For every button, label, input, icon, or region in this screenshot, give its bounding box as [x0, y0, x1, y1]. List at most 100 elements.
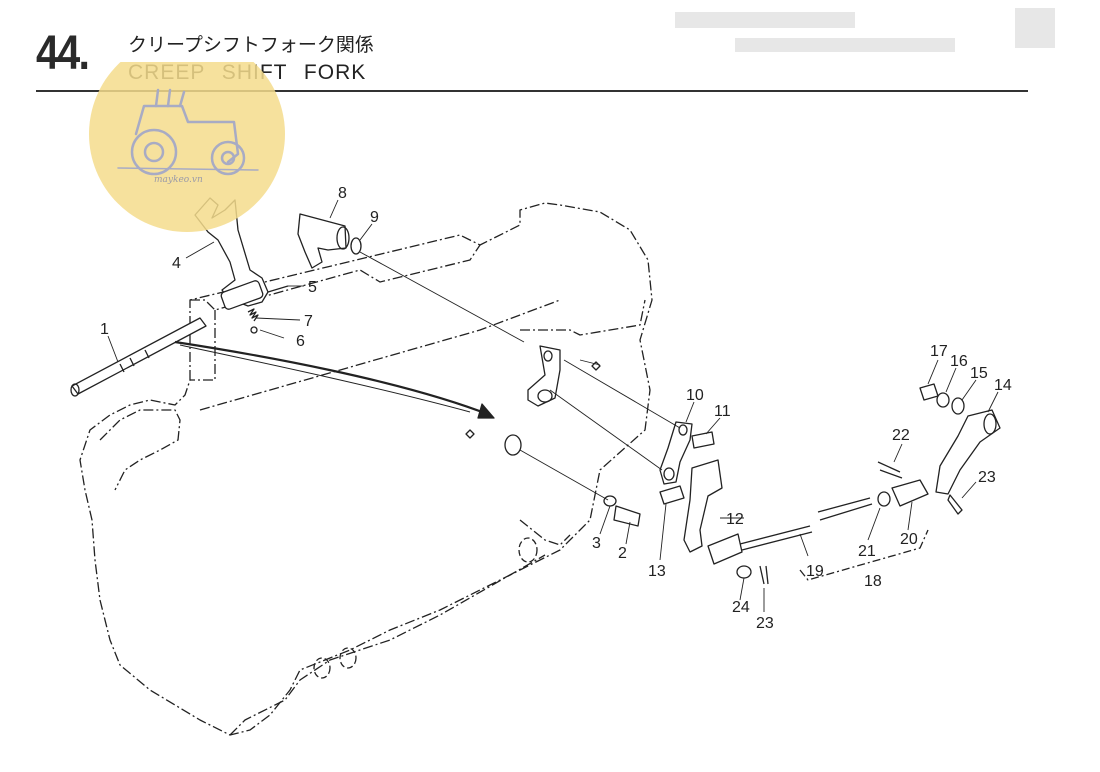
cable-arrow-2 [179, 344, 471, 413]
callout-8: 8 [338, 185, 347, 202]
leader-1 [107, 335, 119, 363]
callout-2: 2 [618, 545, 627, 562]
housing-inner-step [190, 244, 481, 311]
callout-19: 19 [806, 563, 824, 580]
assembly-axis-3 [519, 449, 609, 501]
leader-13 [659, 503, 667, 561]
leader-11 [705, 417, 721, 435]
tractor-icon: maykeo.vn [89, 62, 285, 232]
washer-24 [736, 565, 752, 579]
clevis [891, 479, 929, 507]
leader-22 [893, 443, 903, 463]
leader-19 [799, 533, 809, 557]
callout-18: 18 [864, 573, 882, 590]
detent-spring [247, 308, 259, 322]
housing-boss-3 [518, 537, 538, 563]
callout-1: 1 [100, 321, 109, 338]
lever-plate [527, 345, 561, 407]
bleed-through-ghost [675, 8, 1055, 52]
arrow-head [477, 403, 495, 419]
leader-17 [927, 359, 939, 385]
leader-24 [739, 577, 745, 601]
callout-20: 20 [900, 531, 918, 548]
housing-boss-1 [313, 657, 331, 679]
callout-16: 16 [950, 353, 968, 370]
leader-2 [625, 521, 631, 545]
clevis-pin [877, 461, 903, 479]
assembly-axis-2 [549, 389, 663, 471]
callout-23-upper: 23 [978, 469, 996, 486]
callout-13: 13 [648, 563, 666, 580]
callout-7: 7 [304, 313, 313, 330]
callout-4: 4 [172, 255, 181, 272]
leader-10 [685, 401, 695, 423]
creep-lever [935, 409, 1001, 495]
washer-15 [951, 397, 965, 415]
bolt-2 [613, 505, 641, 527]
detent-ball [250, 326, 258, 334]
assembly-bracket-18 [799, 529, 929, 581]
nut-17 [919, 383, 939, 401]
callout-10: 10 [686, 387, 704, 404]
header-rule [36, 90, 1028, 92]
leader-9 [359, 223, 373, 241]
leader-7 [255, 317, 301, 321]
callout-17: 17 [930, 343, 948, 360]
callout-23-lower: 23 [756, 615, 774, 632]
bolt-11 [691, 431, 715, 449]
leader-4 [185, 241, 215, 259]
creep-rod [739, 497, 873, 551]
cotter-pin-upper [947, 494, 963, 515]
connecting-arm [659, 421, 693, 485]
callout-24: 24 [732, 599, 750, 616]
housing-front-face [99, 409, 181, 491]
washer-16 [936, 392, 950, 408]
link-lever [683, 459, 743, 565]
callout-14: 14 [994, 377, 1012, 394]
callout-6: 6 [296, 333, 305, 350]
callout-3: 3 [592, 535, 601, 552]
leader-21 [867, 507, 881, 541]
callout-15: 15 [970, 365, 988, 382]
washer-3 [603, 495, 617, 507]
hole-marker-2 [465, 429, 475, 439]
callout-22: 22 [892, 427, 910, 444]
watermark-text: maykeo.vn [154, 175, 203, 185]
leader-16 [945, 367, 957, 393]
leader-3 [599, 505, 611, 535]
assembly-axis-5 [579, 359, 601, 366]
leader-15 [961, 379, 977, 401]
section-number: 44. [36, 27, 90, 80]
pin [267, 285, 289, 293]
housing-bore-line [199, 299, 561, 411]
cable-arrow [174, 340, 491, 417]
title-japanese: クリープシフトフォーク関係 [128, 34, 374, 56]
housing-lower-edge [229, 554, 546, 736]
callout-5: 5 [308, 279, 317, 296]
assembly-axis-1 [359, 251, 525, 343]
leader-20 [907, 501, 913, 531]
housing-side-detail [519, 519, 571, 546]
callout-21: 21 [858, 543, 876, 560]
housing-outline [79, 202, 653, 736]
o-ring [350, 237, 362, 255]
leader-8 [329, 199, 339, 219]
bolt-13 [659, 485, 685, 505]
cotter-pin-lower [759, 565, 769, 585]
leader-14 [987, 391, 999, 413]
leader-23a [961, 481, 977, 499]
bushing [504, 434, 522, 456]
hole-marker-1 [591, 361, 601, 371]
assembly-axis-4 [563, 359, 681, 429]
housing-boss-2 [339, 647, 357, 669]
shifter-arm [297, 213, 350, 269]
housing-right-face [520, 299, 646, 336]
lock-nut [877, 491, 891, 507]
shift-shaft [70, 317, 207, 397]
callout-9: 9 [370, 209, 379, 226]
callout-11: 11 [714, 403, 731, 420]
callout-12: 12 [726, 511, 744, 528]
leader-6 [259, 329, 285, 339]
